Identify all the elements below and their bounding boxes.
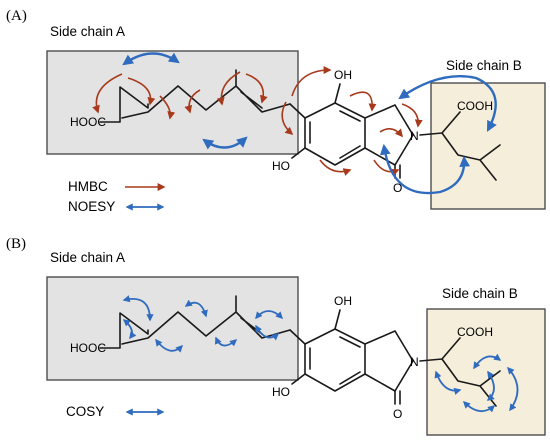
panel-b-atom-ho: HO <box>272 385 290 399</box>
panel-b-atom-n: N <box>410 355 419 369</box>
panel-a: (A) Side chain A Side chain B HOOC OH HO… <box>6 8 546 214</box>
panel-a-side-chain-a-box <box>46 50 299 155</box>
panel-b-cosy-arrows <box>122 295 519 413</box>
panel-b: (B) Side chain A Side chain B HOOC OH HO… <box>6 236 546 436</box>
panel-b-atom-cooh: COOH <box>457 325 493 339</box>
panel-a-atom-o: O <box>393 181 402 195</box>
panel-a-atom-n: N <box>410 129 419 143</box>
legend-cosy-label: COSY <box>66 404 104 419</box>
panel-b-atom-oh: OH <box>334 294 352 308</box>
panel-b-legend: COSY <box>66 404 165 419</box>
panel-a-side-chain-b-label: Side chain B <box>446 58 522 73</box>
panel-b-label: (B) <box>6 236 26 252</box>
panel-b-side-chain-b-label: Side chain B <box>442 286 518 301</box>
panel-a-noesy-arrows <box>122 52 497 195</box>
panel-a-atom-hooc: HOOC <box>70 115 106 129</box>
panel-b-side-chain-a-box <box>46 276 299 381</box>
panel-b-side-chain-a-label: Side chain A <box>50 250 125 265</box>
panel-b-atom-hooc: HOOC <box>70 341 106 355</box>
panel-a-atom-ho: HO <box>272 159 290 173</box>
legend-hmbc-label: HMBC <box>68 179 108 194</box>
panel-a-atom-oh: OH <box>334 68 352 82</box>
panel-b-atom-o: O <box>393 407 402 421</box>
panel-a-atom-cooh: COOH <box>457 99 493 113</box>
panel-a-label: (A) <box>6 8 27 24</box>
legend-noesy-label: NOESY <box>68 199 115 214</box>
panel-a-legend: HMBC NOESY <box>68 179 166 214</box>
panel-a-side-chain-a-label: Side chain A <box>50 24 125 39</box>
